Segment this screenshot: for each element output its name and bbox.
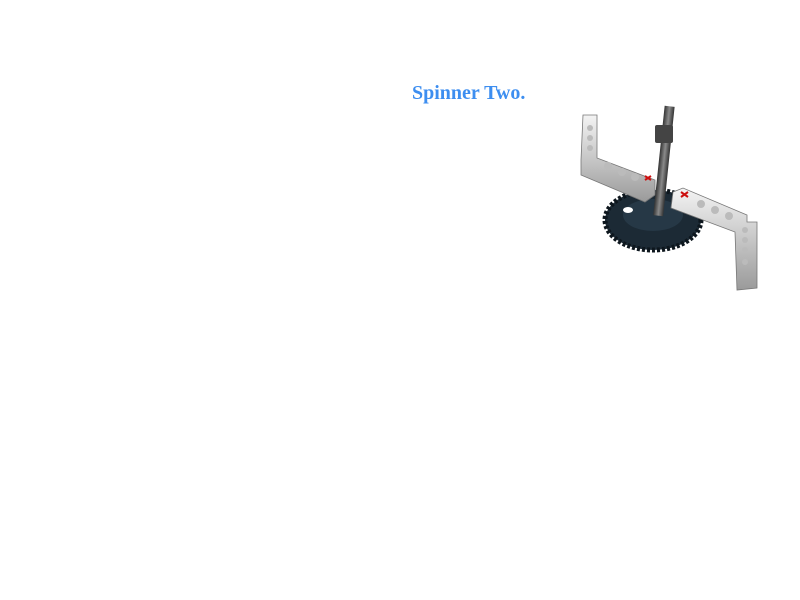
- beam-left: [580, 114, 656, 203]
- axle: [653, 105, 675, 217]
- page-title: Spinner Two.: [412, 82, 526, 104]
- lego-spinner-model-image: [580, 105, 758, 291]
- beam-right: [670, 187, 758, 291]
